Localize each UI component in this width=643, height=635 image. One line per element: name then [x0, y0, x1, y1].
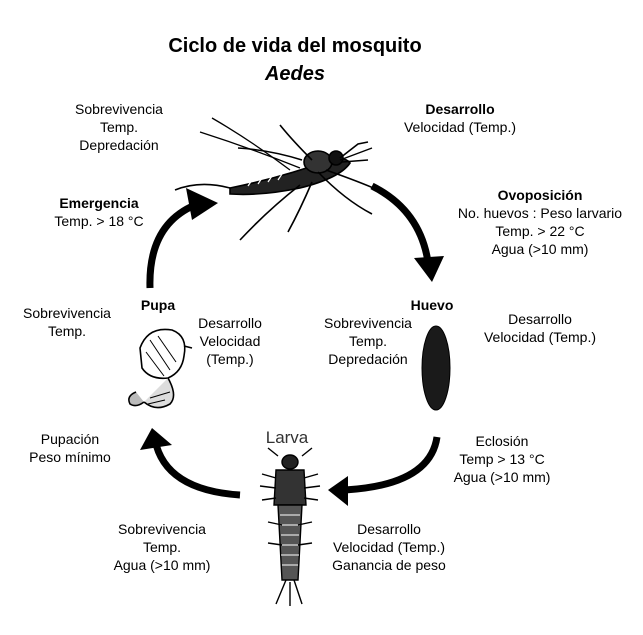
arrow-adult-to-egg [370, 182, 432, 263]
label-line: Velocidad (Temp.) [332, 539, 446, 555]
label-heading: Emergencia [59, 195, 139, 211]
egg-development-factors: Desarrollo Velocidad (Temp.) [470, 310, 610, 346]
egg-survival-factors: Sobrevivencia Temp. Depredación [308, 314, 428, 368]
label-line: Sobrevivencia [75, 101, 163, 117]
label-line: Temp. [348, 333, 388, 349]
stage-label-larva: Larva [265, 428, 309, 447]
label-line: Temp. [47, 323, 87, 339]
label-line: Desarrollo [508, 311, 572, 327]
label-line: Ganancia de peso [332, 557, 446, 573]
page-title: Ciclo de vida del mosquito [168, 35, 422, 57]
label-line: Depredación [328, 351, 408, 367]
arrow-egg-to-larva-head [328, 476, 348, 506]
label-line: Agua (>10 mm) [453, 469, 551, 485]
label-heading: Desarrollo [425, 101, 495, 117]
adult-mosquito-illustration [174, 117, 379, 241]
larva-illustration [259, 447, 321, 606]
label-line: Eclosión [475, 433, 529, 449]
oviposition-factors: Ovoposición No. huevos : Peso larvario T… [440, 186, 640, 258]
label-line: Temp. > 22 °C [495, 223, 585, 239]
label-line: Velocidad (Temp.) [483, 329, 597, 345]
label-line: Agua (>10 mm) [113, 557, 211, 573]
pupation-factors: Pupación Peso mínimo [15, 430, 125, 466]
arrow-larva-to-pupa [151, 439, 241, 499]
label-line: Temp > 13 °C [459, 451, 545, 467]
label-line: Depredación [79, 137, 159, 153]
stage-label-egg: Huevo [410, 297, 454, 313]
label-line: Sobrevivencia [118, 521, 206, 537]
pupa-illustration [128, 328, 193, 409]
arrow-larva-to-pupa-head [140, 428, 172, 450]
label-line: Desarrollo [198, 315, 262, 331]
stage-label-pupa: Pupa [140, 297, 176, 313]
label-line: Temp. [142, 539, 182, 555]
label-line: Temp. > 18 °C [54, 213, 144, 229]
arrow-egg-to-larva [344, 436, 441, 494]
label-line: No. huevos : Peso larvario [457, 205, 623, 221]
adult-survival-factors: Sobrevivencia Temp. Depredación [55, 100, 183, 154]
arrow-adult-to-egg-head [414, 256, 444, 282]
pupa-survival-factors: Sobrevivencia Temp. [12, 304, 122, 340]
pupa-development-factors: Desarrollo Velocidad (Temp.) [188, 314, 272, 368]
label-heading: Ovoposición [497, 187, 583, 203]
hatching-factors: Eclosión Temp > 13 °C Agua (>10 mm) [440, 432, 564, 486]
label-line: Temp. [99, 119, 139, 135]
emergence-factors: Emergencia Temp. > 18 °C [35, 194, 163, 230]
egg-illustration [421, 325, 451, 411]
adult-development-factors: Desarrollo Velocidad (Temp.) [380, 100, 540, 136]
larva-development-factors: Desarrollo Velocidad (Temp.) Ganancia de… [316, 520, 462, 574]
larva-survival-factors: Sobrevivencia Temp. Agua (>10 mm) [100, 520, 224, 574]
label-line: Sobrevivencia [23, 305, 111, 321]
arrow-pupa-to-adult [146, 201, 197, 289]
label-line: Sobrevivencia [324, 315, 412, 331]
label-line: Peso mínimo [29, 449, 111, 465]
label-line: Velocidad [199, 333, 261, 349]
arrow-pupa-to-adult-head [186, 188, 218, 220]
label-line: (Temp.) [206, 351, 254, 367]
label-line: Agua (>10 mm) [491, 241, 589, 257]
label-line: Pupación [40, 431, 100, 447]
page-subtitle: Aedes [264, 63, 326, 85]
label-line: Desarrollo [357, 521, 421, 537]
label-line: Velocidad (Temp.) [403, 119, 517, 135]
